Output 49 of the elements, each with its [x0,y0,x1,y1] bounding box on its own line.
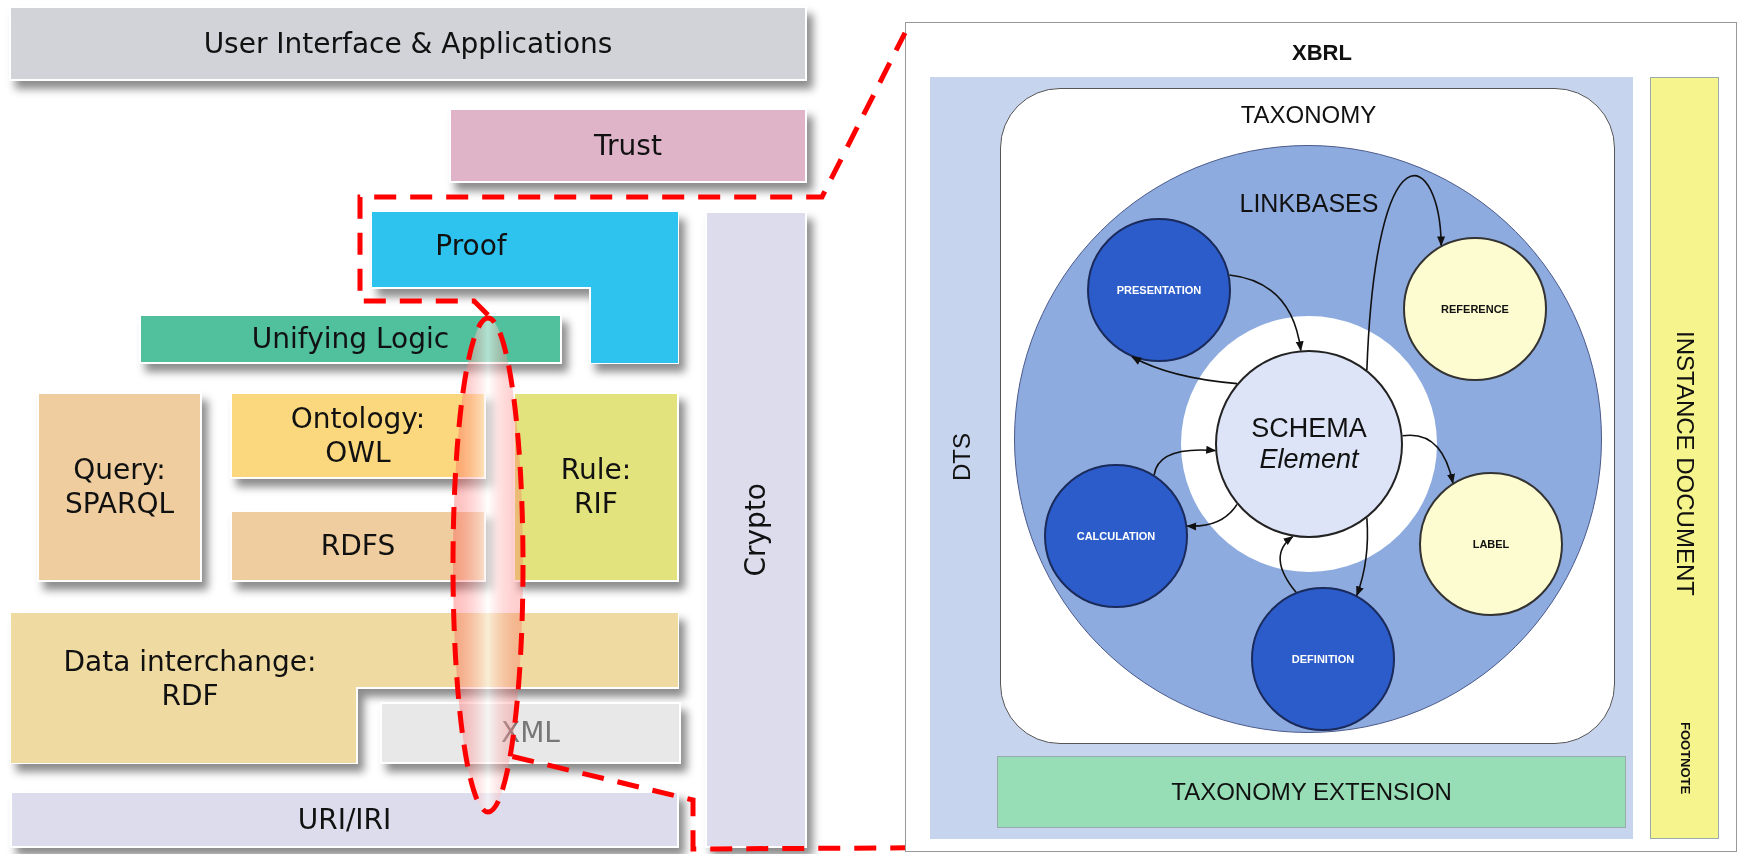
circle-label: DEFINITION [1291,653,1355,665]
layer-label: Data interchange: RDF [62,645,318,713]
dts-panel [930,77,1633,839]
layer-label: RDFS [320,529,396,563]
arrow [1228,274,1304,352]
arrow [1186,503,1238,531]
layer-label: XML [501,716,560,750]
arrow [1131,355,1238,385]
layer-shape [10,612,679,764]
layer-box [705,211,807,848]
arrow [1401,434,1455,484]
connector-line [511,754,905,852]
circle-label: CALCULATION [1076,530,1156,542]
panel-title: XBRL [1292,40,1352,66]
band-label: TAXONOMY EXTENSION [1171,778,1452,806]
layer-label: Proof [435,229,507,263]
arrow [1153,446,1217,476]
layer-label: Rule: RIF [559,453,633,521]
layer-box [139,314,562,364]
panel-label: DTS [948,433,976,481]
band-label: INSTANCE DOCUMENT [1671,330,1699,596]
layer-label: Ontology: OWL [289,401,427,470]
layer-shape [371,211,679,364]
circle-label: Element [1259,444,1359,475]
band-label: FOOTNOTE [1677,721,1693,795]
circle-label: LABEL [1472,538,1510,550]
panel-frame [905,22,1737,852]
layer-box [10,791,679,848]
layer-box [513,392,679,582]
circle-label: REFERENCE [1441,303,1509,315]
layer-box [37,392,202,582]
layer-label: URI/IRI [297,802,392,837]
arrow [1356,517,1369,597]
circle-label: SCHEMA [1251,413,1367,444]
layer-label: Query: SPARQL [63,453,176,521]
arrow [1366,174,1445,371]
layer-label: Unifying Logic [251,322,450,356]
connector-line [357,31,908,317]
instance-band [1650,77,1719,839]
circle-label: PRESENTATION [1116,284,1202,296]
layer-label: Crypto [739,482,773,577]
layer-box [9,6,807,81]
layer-box [449,108,807,183]
extension-band [997,756,1626,828]
circle-label: LINKBASES [1239,188,1379,218]
arrow [1279,535,1297,594]
layer-label: Trust [594,128,662,163]
panel-label: TAXONOMY [1240,101,1377,129]
layer-label: User Interface & Applications [203,26,613,61]
